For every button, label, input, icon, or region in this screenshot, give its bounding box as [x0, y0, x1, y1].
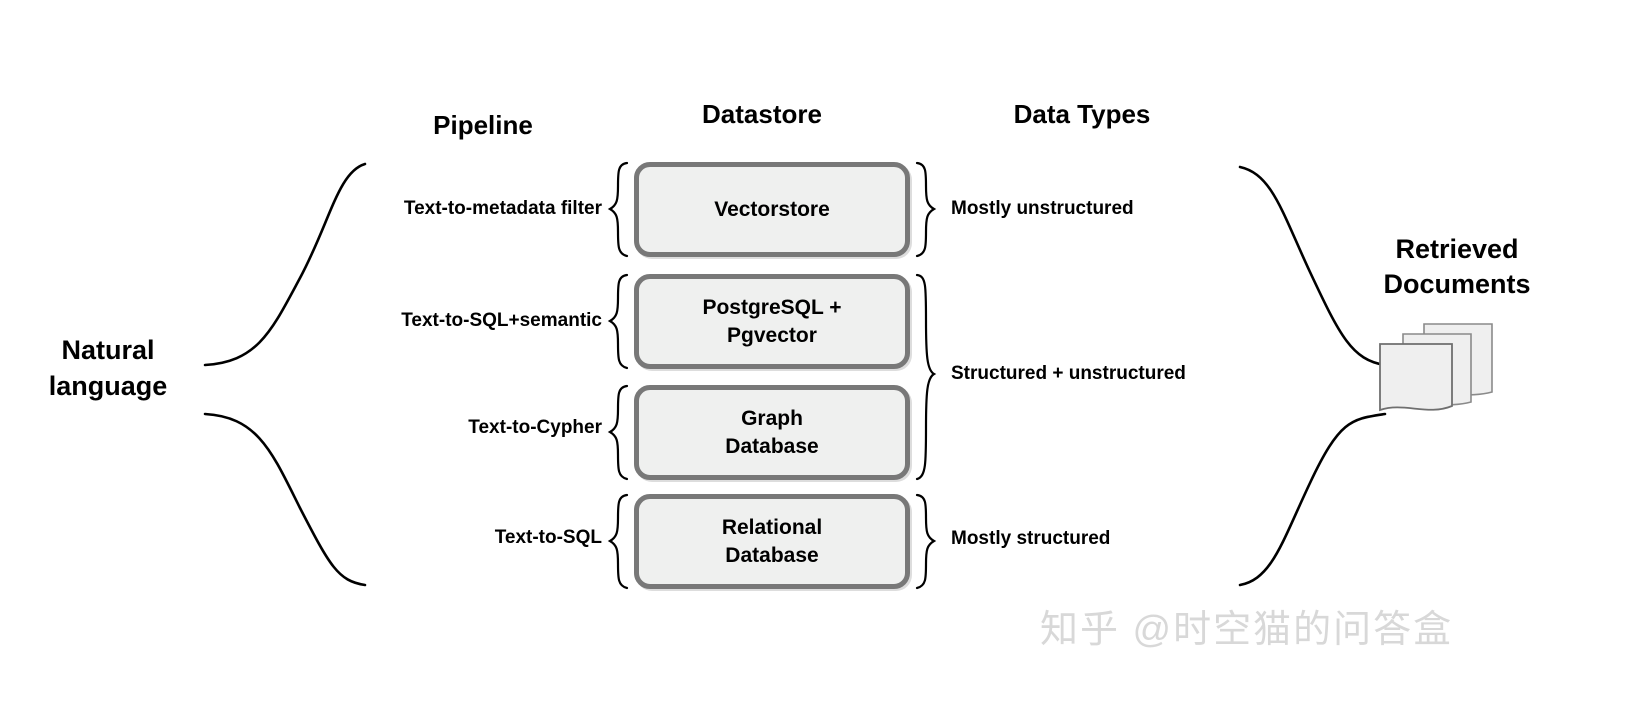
datastore-box-postgresql-text: PostgreSQL + Pgvector	[702, 294, 841, 349]
pipeline-label-text-to-metadata-filter: Text-to-metadata filter	[403, 198, 602, 219]
datastore-postgresql-line-1: PostgreSQL +	[702, 296, 842, 320]
data-type-label-structured-unstructured: Structured + unstructured	[951, 363, 1186, 384]
data-type-label-mostly-unstructured: Mostly unstructured	[951, 198, 1134, 219]
pipeline-label-text-to-sql: Text-to-SQL	[494, 527, 602, 548]
curve-output-lower	[1238, 412, 1387, 587]
brace-left-graph	[607, 384, 629, 481]
datastore-box-relational-database[interactable]: Relational Database	[634, 494, 910, 589]
input-flow-curves	[203, 162, 367, 587]
output-node-retrieved-documents: Retrieved Documents	[1332, 232, 1582, 302]
datastore-box-graph-text: Graph Database	[725, 405, 818, 460]
documents-stack-page-back	[1423, 323, 1493, 397]
documents-stack-page-middle	[1402, 333, 1472, 407]
brace-right-structured-unstructured	[915, 273, 937, 481]
datastore-box-vectorstore-text: Vectorstore	[714, 196, 830, 223]
brace-left-vectorstore	[607, 161, 629, 258]
column-header-datastore: Datastore	[702, 99, 822, 129]
natural-language-line-2: language	[48, 371, 168, 402]
documents-stack-icon	[1379, 323, 1493, 412]
datastore-graph-line-1: Graph	[741, 407, 803, 431]
datastore-box-postgresql-pgvector[interactable]: PostgreSQL + Pgvector	[634, 274, 910, 369]
pipeline-label-text-to-cypher: Text-to-Cypher	[468, 417, 602, 438]
right-braces-group	[915, 161, 937, 590]
brace-right-mostly-structured	[915, 493, 937, 590]
datastore-relational-line-2: Database	[725, 543, 819, 567]
documents-stack-page-front	[1379, 343, 1453, 412]
datastore-postgresql-line-2: Pgvector	[727, 323, 817, 347]
datastore-box-relational-text: Relational Database	[722, 514, 822, 569]
brace-right-mostly-unstructured	[915, 161, 937, 258]
pipeline-label-text-to-sql-semantic: Text-to-SQL+semantic	[401, 310, 602, 331]
retrieved-documents-line-1: Retrieved	[1395, 234, 1519, 264]
watermark-text: 知乎 @时空猫的问答盒	[1040, 609, 1454, 651]
datastore-vectorstore-line-1: Vectorstore	[714, 197, 830, 221]
curve-input-upper	[203, 162, 367, 367]
brace-left-postgresql	[607, 273, 629, 370]
output-flow-curves	[1238, 165, 1387, 587]
natural-language-line-1: Natural	[61, 335, 155, 365]
datastore-graph-line-2: Database	[725, 434, 819, 458]
datastore-relational-line-1: Relational	[721, 516, 823, 540]
column-header-data-types: Data Types	[1013, 99, 1151, 129]
input-node-natural-language: Natural language	[18, 332, 198, 405]
datastore-box-graph-database[interactable]: Graph Database	[634, 385, 910, 480]
retrieved-documents-line-2: Documents	[1383, 269, 1531, 300]
brace-left-relational	[607, 493, 629, 590]
data-type-label-mostly-structured: Mostly structured	[951, 528, 1111, 549]
left-braces-group	[607, 161, 629, 590]
column-header-pipeline: Pipeline	[433, 110, 533, 140]
datastore-box-vectorstore[interactable]: Vectorstore	[634, 162, 910, 257]
